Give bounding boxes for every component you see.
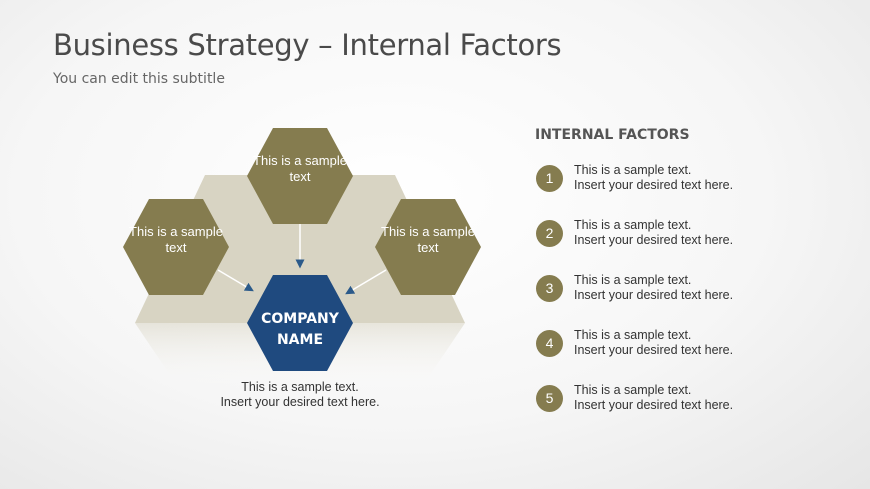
factor-number-badge: 4	[536, 330, 563, 357]
factor-line2: Insert your desired text here.	[574, 233, 734, 247]
factor-number-badge: 2	[536, 220, 563, 247]
hexagon-top[interactable]	[247, 128, 353, 224]
factor-line2: Insert your desired text here.	[574, 178, 734, 192]
hexagon-top-label: This is a sample text	[253, 153, 347, 184]
slide-title[interactable]: Business Strategy – Internal Factors	[53, 28, 562, 62]
factor-line2: Insert your desired text here.	[574, 288, 734, 302]
hexagon-left[interactable]	[123, 199, 229, 295]
factor-line1: This is a sample text.	[574, 328, 692, 342]
slide-subtitle[interactable]: You can edit this subtitle	[53, 71, 225, 87]
caption-line2: Insert your desired text here.	[220, 395, 380, 409]
factor-line2: Insert your desired text here.	[574, 398, 734, 412]
hexagon-right[interactable]	[375, 199, 481, 295]
hexagon-left-label: This is a sample text	[129, 224, 223, 255]
arrow-left	[217, 269, 254, 292]
factor-line1: This is a sample text.	[574, 273, 692, 287]
hexagon-right-label: This is a sample text	[381, 224, 475, 255]
factor-number-badge: 3	[536, 275, 563, 302]
factor-number-badge: 5	[536, 385, 563, 412]
factor-line1: This is a sample text.	[574, 218, 692, 232]
arrow-right	[345, 269, 387, 295]
hexagon-company[interactable]	[247, 275, 353, 371]
factor-number-badge: 1	[536, 165, 563, 192]
company-name: COMPANY NAME	[261, 311, 339, 348]
factor-line1: This is a sample text.	[574, 163, 692, 177]
factor-line2: Insert your desired text here.	[574, 343, 734, 357]
caption-line1: This is a sample text.	[241, 380, 359, 394]
factor-line1: This is a sample text.	[574, 383, 692, 397]
factors-heading: INTERNAL FACTORS	[535, 127, 690, 143]
diagram-caption: This is a sample text. Insert your desir…	[200, 380, 400, 410]
